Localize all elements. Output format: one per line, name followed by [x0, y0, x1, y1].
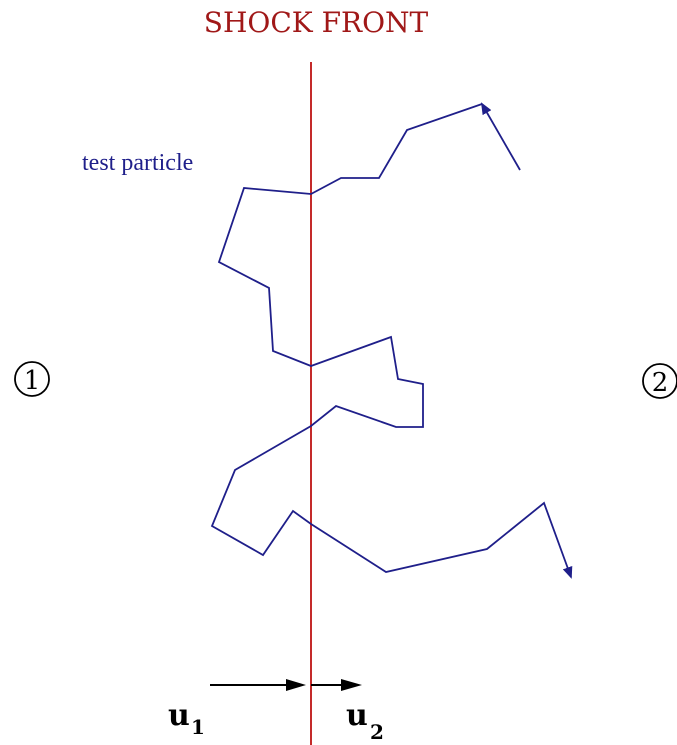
- velocity-u2-subscript: 2: [370, 720, 384, 744]
- velocity-label-u2: u 2: [346, 698, 384, 744]
- velocity-label-u1: u 1: [168, 698, 205, 739]
- velocity-arrow-u2: [311, 679, 362, 691]
- velocity-arrow-u1: [210, 679, 306, 691]
- test-particle-path: [210, 102, 573, 579]
- title: SHOCK FRONT: [204, 6, 429, 39]
- velocity-u1-subscript: 1: [191, 715, 205, 739]
- region-2-label: 2: [652, 368, 669, 398]
- region-2-circle: [642, 363, 677, 399]
- velocity-arrow-u2-head: [341, 679, 362, 691]
- region-1-circle: [14, 361, 50, 397]
- region-1-marker: 1: [14, 361, 50, 397]
- test-particle-label: test particle: [82, 150, 193, 176]
- velocity-u2-symbol: u: [346, 698, 368, 733]
- velocity-u1-symbol: u: [168, 698, 190, 733]
- trajectory-segment-upper: [481, 102, 521, 171]
- region-1-label: 1: [24, 366, 41, 396]
- trajectory-segment-main: [210, 103, 573, 579]
- velocity-arrow-u1-head: [286, 679, 306, 691]
- region-2-marker: 2: [642, 363, 677, 399]
